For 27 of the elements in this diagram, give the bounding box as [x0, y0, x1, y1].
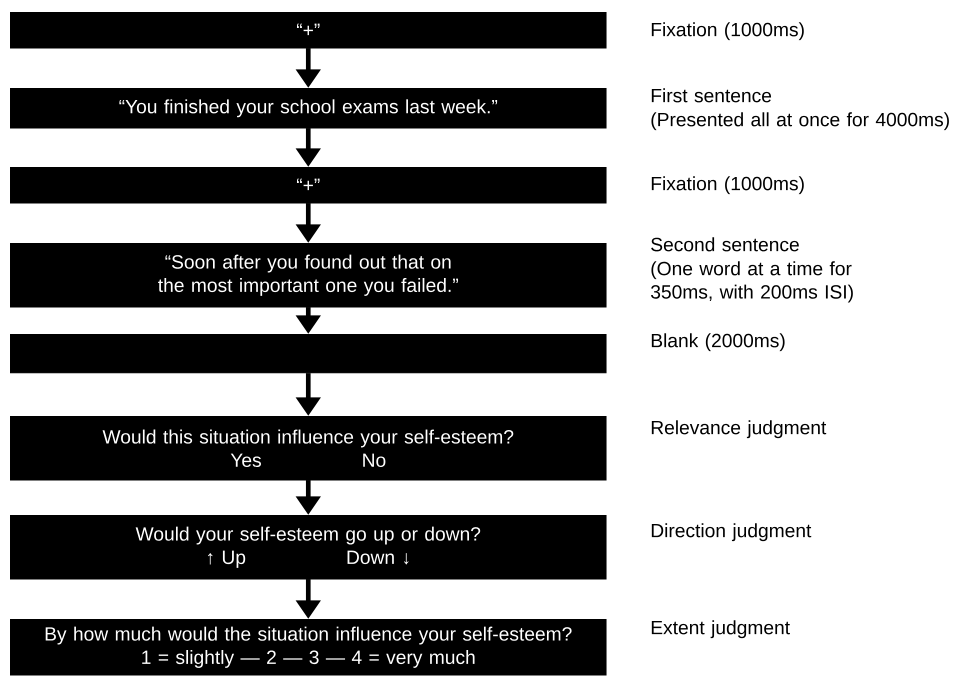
option-text: ↑ Up	[208, 550, 246, 568]
box-text: By how much would the situation influence your self-esteem?	[46, 626, 572, 645]
annotation-text: Relevance judgment	[652, 420, 826, 438]
annotation-text: Fixation (1000ms)	[652, 176, 804, 194]
annotation-text: (One word at a time for 350ms, with 200ms ISI)	[651, 261, 853, 302]
annotation-text: Extent judgment	[652, 620, 790, 638]
box-text: Would this situation influence your self-esteem?	[102, 430, 514, 448]
box-text: Would your self-esteem go up or down?	[136, 526, 480, 545]
annotation-text: Blank (2000ms)	[652, 333, 785, 352]
option-text: No	[363, 454, 386, 467]
box-text: “You finished your school exams last week.”	[119, 99, 498, 118]
box-text: “Soon after you found out that on the most important one you failed.”	[158, 254, 458, 296]
annotation-text: First sentence	[652, 88, 772, 102]
annotation-text: Fixation (1000ms)	[652, 22, 804, 40]
option-text: Yes	[230, 454, 261, 467]
screen-box	[10, 416, 607, 481]
screen-box	[10, 243, 607, 308]
box-text: “+”	[296, 178, 320, 190]
screen-box	[10, 619, 607, 676]
annotation-text: Second sentence	[651, 237, 799, 252]
annotation-text: Direction judgment	[652, 523, 812, 542]
box-text: 1 = slightly — 2 — 3 — 4 = very much	[142, 650, 474, 668]
option-text: Down ↓	[348, 550, 409, 564]
annotation-text: (Presented all at once for 4000ms)	[651, 112, 949, 130]
screen-box	[10, 12, 607, 49]
box-text: “+”	[296, 24, 320, 36]
screen-box	[10, 515, 607, 580]
